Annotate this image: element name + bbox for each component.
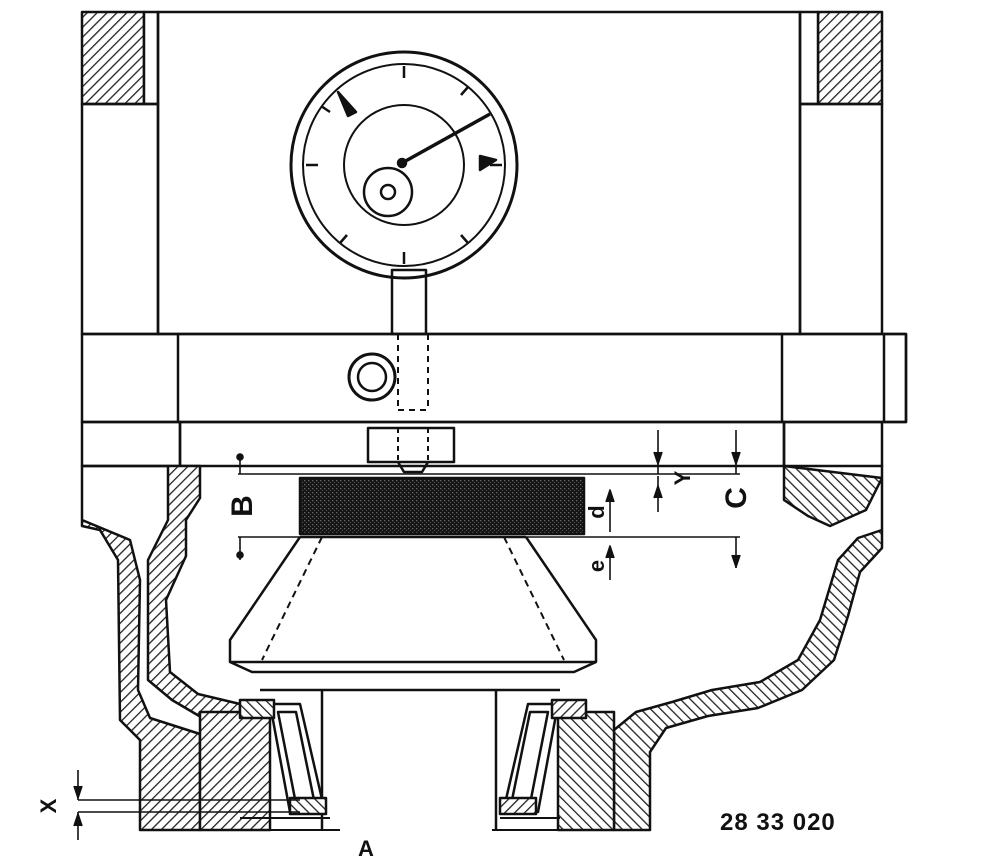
gauge-probe <box>366 426 456 474</box>
dial-gauge <box>289 50 519 280</box>
bearing-left <box>198 698 328 832</box>
label-y: Y <box>670 470 695 485</box>
gauge-bar <box>80 332 908 424</box>
measuring-block <box>298 476 586 536</box>
label-a: A <box>358 836 374 861</box>
pinion-gear <box>228 535 598 674</box>
housing-right-lower-wall <box>612 464 884 832</box>
housing-right-wall <box>798 102 884 336</box>
label-c: C <box>720 487 753 509</box>
label-d: d <box>584 505 609 518</box>
housing-right-flange-block <box>782 420 884 468</box>
gauge-bar-lower <box>178 420 786 468</box>
figure-reference-number: 28 33 020 <box>720 809 836 836</box>
label-x: X <box>36 798 61 813</box>
housing-left-wall <box>80 102 160 336</box>
gauge-frame <box>156 10 802 336</box>
shim-ring <box>140 817 650 831</box>
label-b: B <box>226 495 259 517</box>
clamp-screw <box>347 352 397 402</box>
gauge-stem <box>390 268 429 411</box>
housing-left-flange-block <box>80 420 182 468</box>
label-e: e <box>584 560 609 572</box>
bearing-right <box>498 698 616 832</box>
housing-top-right-corner <box>798 10 884 106</box>
housing-top-left-corner <box>80 10 160 106</box>
x-dimension <box>73 770 300 840</box>
